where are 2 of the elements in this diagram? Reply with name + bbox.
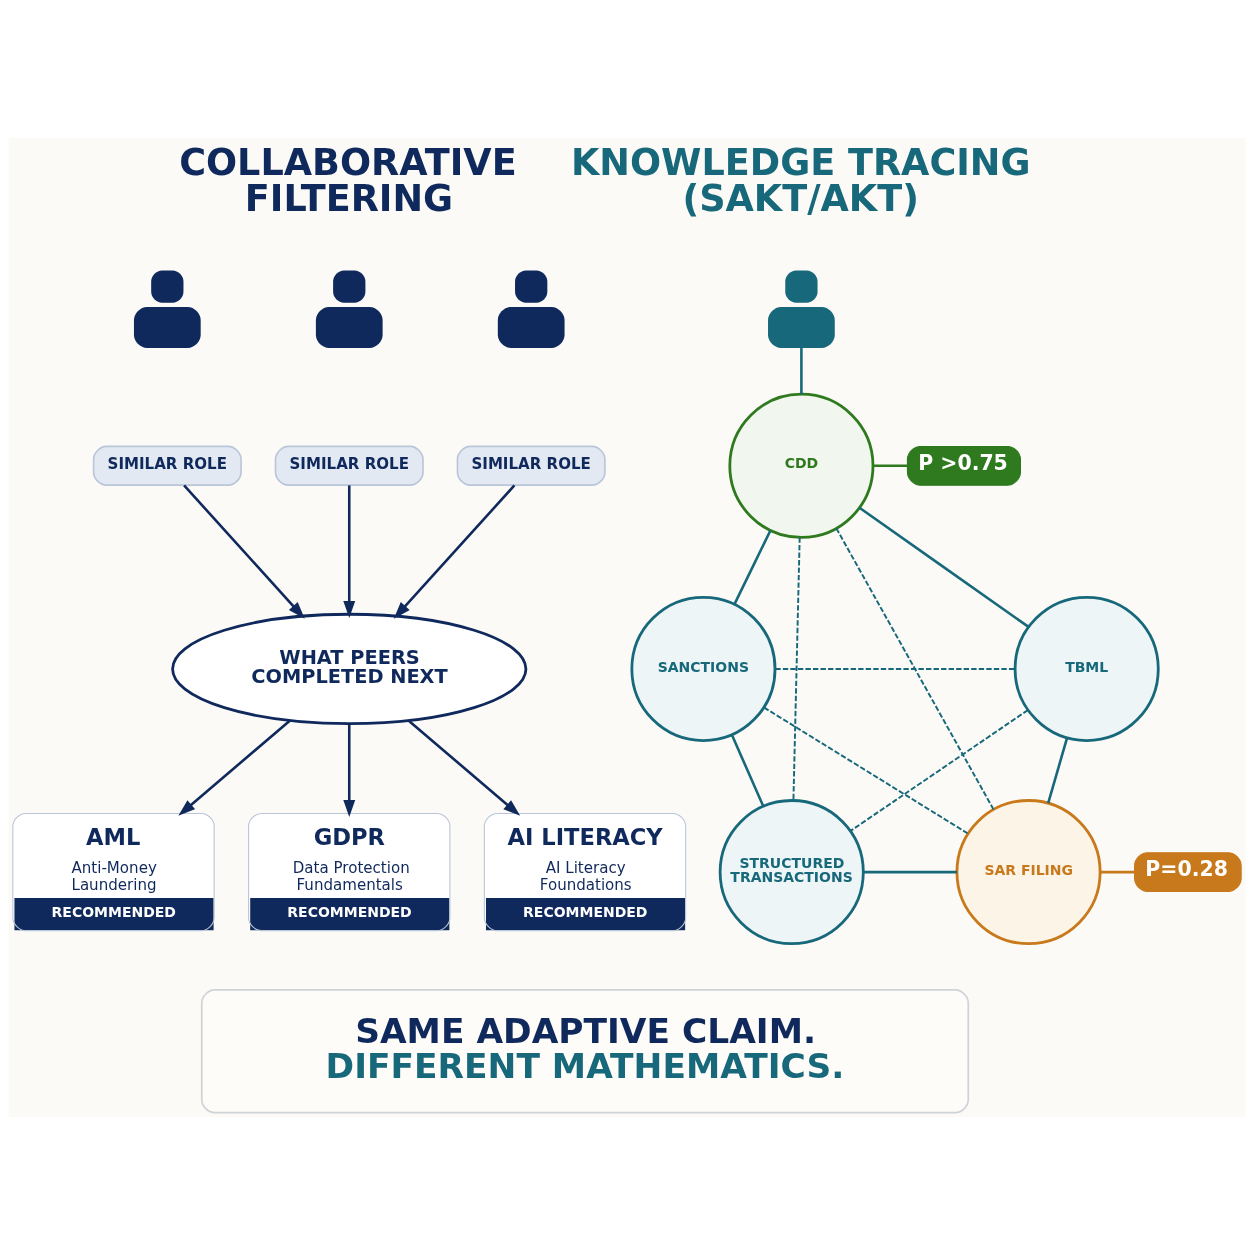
label: KNOWLEDGE TRACING (SAKT/AKT)	[571, 140, 1031, 220]
label: COLLABORATIVE FILTERING	[179, 140, 517, 220]
